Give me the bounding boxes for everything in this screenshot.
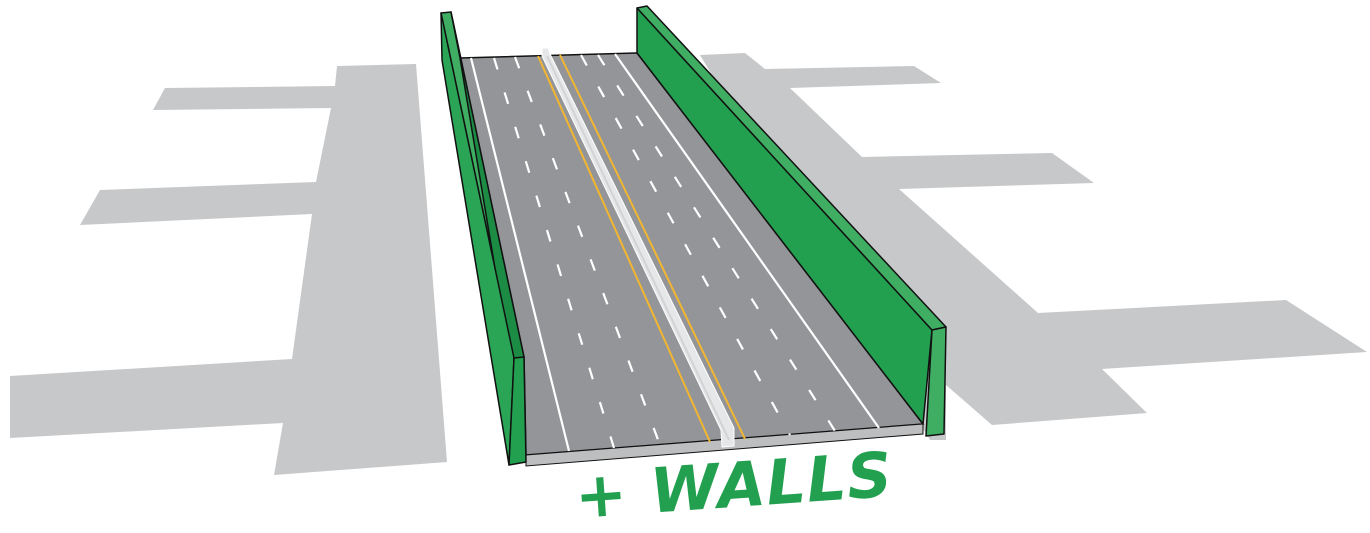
lane-dashes (492, 54, 836, 449)
right-frontage-road (700, 53, 1367, 440)
right-ground (700, 53, 1367, 440)
left-frontage-road (10, 64, 447, 475)
center-line-left (537, 55, 711, 443)
right-wall (636, 5, 947, 437)
left-ground (10, 64, 447, 475)
right-wall-end (925, 326, 947, 437)
left-wall (440, 11, 527, 466)
left-wall-end (508, 356, 527, 466)
left-edge-line (469, 57, 571, 452)
median-barrier-shade (546, 55, 730, 441)
right-edge-line (614, 53, 880, 429)
road (459, 47, 925, 467)
lane-dash-3 (580, 54, 791, 436)
lane-dash-4 (597, 54, 836, 432)
center-line-right (559, 54, 746, 440)
